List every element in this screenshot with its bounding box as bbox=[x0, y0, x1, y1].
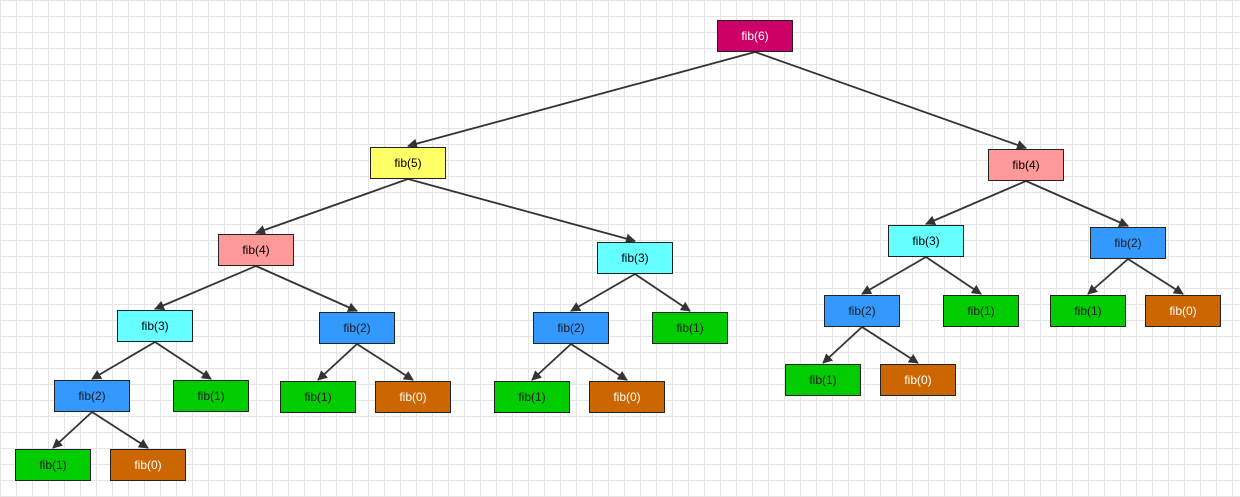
node-label: fib(4) bbox=[242, 243, 270, 257]
edge-s-x bbox=[1087, 258, 1129, 295]
node-label: fib(0) bbox=[134, 458, 162, 472]
node-label: fib(2) bbox=[848, 304, 876, 318]
edge-e-o bbox=[634, 273, 691, 312]
node-label: fib(6) bbox=[741, 29, 769, 43]
node-fib-1: fib(1) bbox=[280, 381, 356, 413]
node-fib-4: fib(4) bbox=[988, 149, 1064, 181]
node-label: fib(5) bbox=[394, 156, 422, 170]
node-label: fib(0) bbox=[399, 390, 427, 404]
node-label: fib(0) bbox=[1169, 304, 1197, 318]
edge-t-v bbox=[822, 326, 863, 364]
node-fib-2: fib(2) bbox=[824, 295, 900, 327]
node-label: fib(1) bbox=[676, 321, 704, 335]
edge-h-k bbox=[91, 411, 149, 449]
node-fib-1: fib(1) bbox=[785, 364, 861, 396]
node-fib-1: fib(1) bbox=[173, 380, 249, 412]
edge-b-e bbox=[407, 178, 636, 244]
node-label: fib(1) bbox=[39, 458, 67, 472]
node-fib-0: fib(0) bbox=[1145, 295, 1221, 327]
node-label: fib(1) bbox=[518, 390, 546, 404]
node-label: fib(0) bbox=[613, 390, 641, 404]
node-fib-3: fib(3) bbox=[597, 242, 673, 274]
node-fib-4: fib(4) bbox=[218, 234, 294, 266]
edge-n-p bbox=[531, 343, 572, 381]
node-label: fib(1) bbox=[1074, 304, 1102, 318]
node-fib-2: fib(2) bbox=[533, 312, 609, 344]
node-label: fib(2) bbox=[1114, 236, 1142, 250]
node-label: fib(3) bbox=[621, 251, 649, 265]
node-fib-1: fib(1) bbox=[494, 381, 570, 413]
node-fib-1: fib(1) bbox=[1050, 295, 1126, 327]
edge-r-u bbox=[925, 256, 982, 295]
node-fib-1: fib(1) bbox=[943, 295, 1019, 327]
edge-c-s bbox=[1025, 180, 1129, 227]
node-fib-2: fib(2) bbox=[54, 380, 130, 412]
node-label: fib(4) bbox=[1012, 158, 1040, 172]
edge-a-b bbox=[407, 51, 756, 149]
node-fib-1: fib(1) bbox=[15, 449, 91, 481]
node-label: fib(3) bbox=[912, 234, 940, 248]
edge-c-r bbox=[925, 180, 1027, 226]
node-fib-2: fib(2) bbox=[319, 312, 395, 344]
edge-e-n bbox=[570, 273, 636, 312]
edge-f-h bbox=[91, 341, 156, 380]
edge-d-g bbox=[255, 265, 358, 312]
edge-f-i bbox=[154, 341, 212, 380]
edge-s-y bbox=[1127, 258, 1184, 295]
node-fib-3: fib(3) bbox=[888, 225, 964, 257]
node-fib-2: fib(2) bbox=[1090, 227, 1166, 259]
edge-h-j bbox=[52, 411, 93, 449]
edge-b-d bbox=[255, 178, 409, 235]
edge-r-t bbox=[861, 256, 927, 295]
edge-a-c bbox=[754, 51, 1027, 150]
node-label: fib(2) bbox=[343, 321, 371, 335]
node-label: fib(1) bbox=[197, 389, 225, 403]
node-label: fib(2) bbox=[78, 389, 106, 403]
edge-g-m bbox=[356, 343, 414, 381]
node-fib-6: fib(6) bbox=[717, 20, 793, 52]
node-label: fib(0) bbox=[904, 373, 932, 387]
node-fib-5: fib(5) bbox=[370, 147, 446, 179]
node-fib-0: fib(0) bbox=[880, 364, 956, 396]
node-label: fib(1) bbox=[967, 304, 995, 318]
node-fib-0: fib(0) bbox=[110, 449, 186, 481]
edge-d-f bbox=[154, 265, 257, 311]
node-label: fib(1) bbox=[304, 390, 332, 404]
node-fib-0: fib(0) bbox=[375, 381, 451, 413]
node-fib-0: fib(0) bbox=[589, 381, 665, 413]
node-label: fib(2) bbox=[557, 321, 585, 335]
node-label: fib(1) bbox=[809, 373, 837, 387]
node-label: fib(3) bbox=[141, 319, 169, 333]
edge-n-q bbox=[570, 343, 628, 381]
node-fib-3: fib(3) bbox=[117, 310, 193, 342]
edge-t-w bbox=[861, 326, 919, 364]
edge-g-l bbox=[317, 343, 358, 381]
node-fib-1: fib(1) bbox=[652, 312, 728, 344]
